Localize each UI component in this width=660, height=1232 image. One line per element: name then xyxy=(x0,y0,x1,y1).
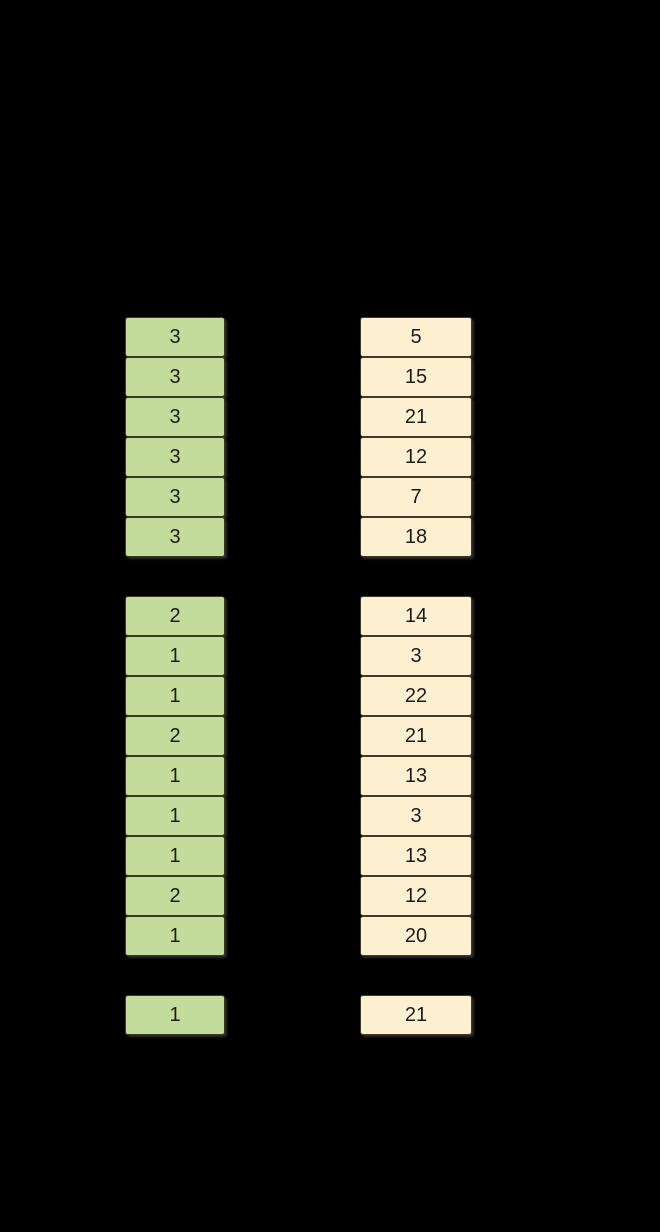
left-value-cell: 3 xyxy=(125,517,225,557)
left-value-cell: 1 xyxy=(125,995,225,1035)
group-3-right-column: 21 xyxy=(360,995,472,1035)
left-value-cell: 1 xyxy=(125,676,225,716)
left-value-cell: 3 xyxy=(125,317,225,357)
right-value-cell: 12 xyxy=(360,876,472,916)
right-value-cell: 12 xyxy=(360,437,472,477)
left-value-cell: 1 xyxy=(125,756,225,796)
left-value-cell: 3 xyxy=(125,357,225,397)
right-value-cell: 22 xyxy=(360,676,472,716)
right-value-cell: 21 xyxy=(360,995,472,1035)
left-value-cell: 2 xyxy=(125,716,225,756)
right-value-cell: 13 xyxy=(360,756,472,796)
group-3-left-column: 1 xyxy=(125,995,225,1035)
right-value-cell: 21 xyxy=(360,716,472,756)
right-value-cell: 3 xyxy=(360,636,472,676)
left-value-cell: 3 xyxy=(125,397,225,437)
left-value-cell: 2 xyxy=(125,876,225,916)
right-value-cell: 13 xyxy=(360,836,472,876)
right-value-cell: 3 xyxy=(360,796,472,836)
right-value-cell: 20 xyxy=(360,916,472,956)
left-value-cell: 1 xyxy=(125,636,225,676)
right-value-cell: 15 xyxy=(360,357,472,397)
right-value-cell: 7 xyxy=(360,477,472,517)
left-value-cell: 2 xyxy=(125,596,225,636)
left-value-cell: 1 xyxy=(125,916,225,956)
left-value-cell: 1 xyxy=(125,836,225,876)
right-value-cell: 18 xyxy=(360,517,472,557)
left-value-cell: 3 xyxy=(125,477,225,517)
right-value-cell: 5 xyxy=(360,317,472,357)
left-value-cell: 3 xyxy=(125,437,225,477)
right-value-cell: 21 xyxy=(360,397,472,437)
right-value-cell: 14 xyxy=(360,596,472,636)
left-value-cell: 1 xyxy=(125,796,225,836)
